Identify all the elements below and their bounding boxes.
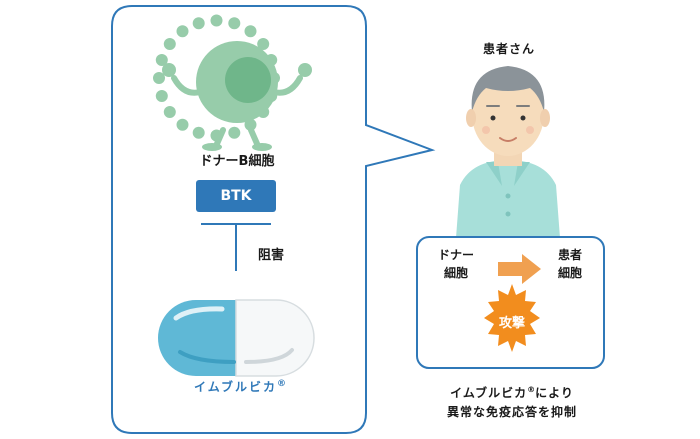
patient-icon	[456, 66, 560, 238]
btk-box	[196, 180, 276, 212]
patient-cell-box-label: 患者細胞	[557, 248, 582, 280]
attack-label: 攻撃	[498, 316, 525, 331]
btk-label: BTK	[220, 188, 252, 204]
caption: イムブルビカ®により 異常な免疫応答を抑制	[446, 385, 577, 419]
attack-arrow-icon	[498, 254, 541, 284]
attack-starburst-icon	[484, 284, 540, 352]
drug-name: イムブルビカ®	[193, 379, 287, 394]
capsule-icon	[158, 299, 315, 377]
patient-label: 患者さん	[482, 42, 535, 56]
donor-b-cell-label: ドナーB細胞	[199, 154, 275, 169]
donor-cell-box-label: ドナー細胞	[437, 248, 474, 280]
inhibition-bar	[201, 223, 271, 271]
donor-b-cell-icon	[153, 14, 312, 151]
inhibition-label: 阻害	[258, 248, 285, 263]
